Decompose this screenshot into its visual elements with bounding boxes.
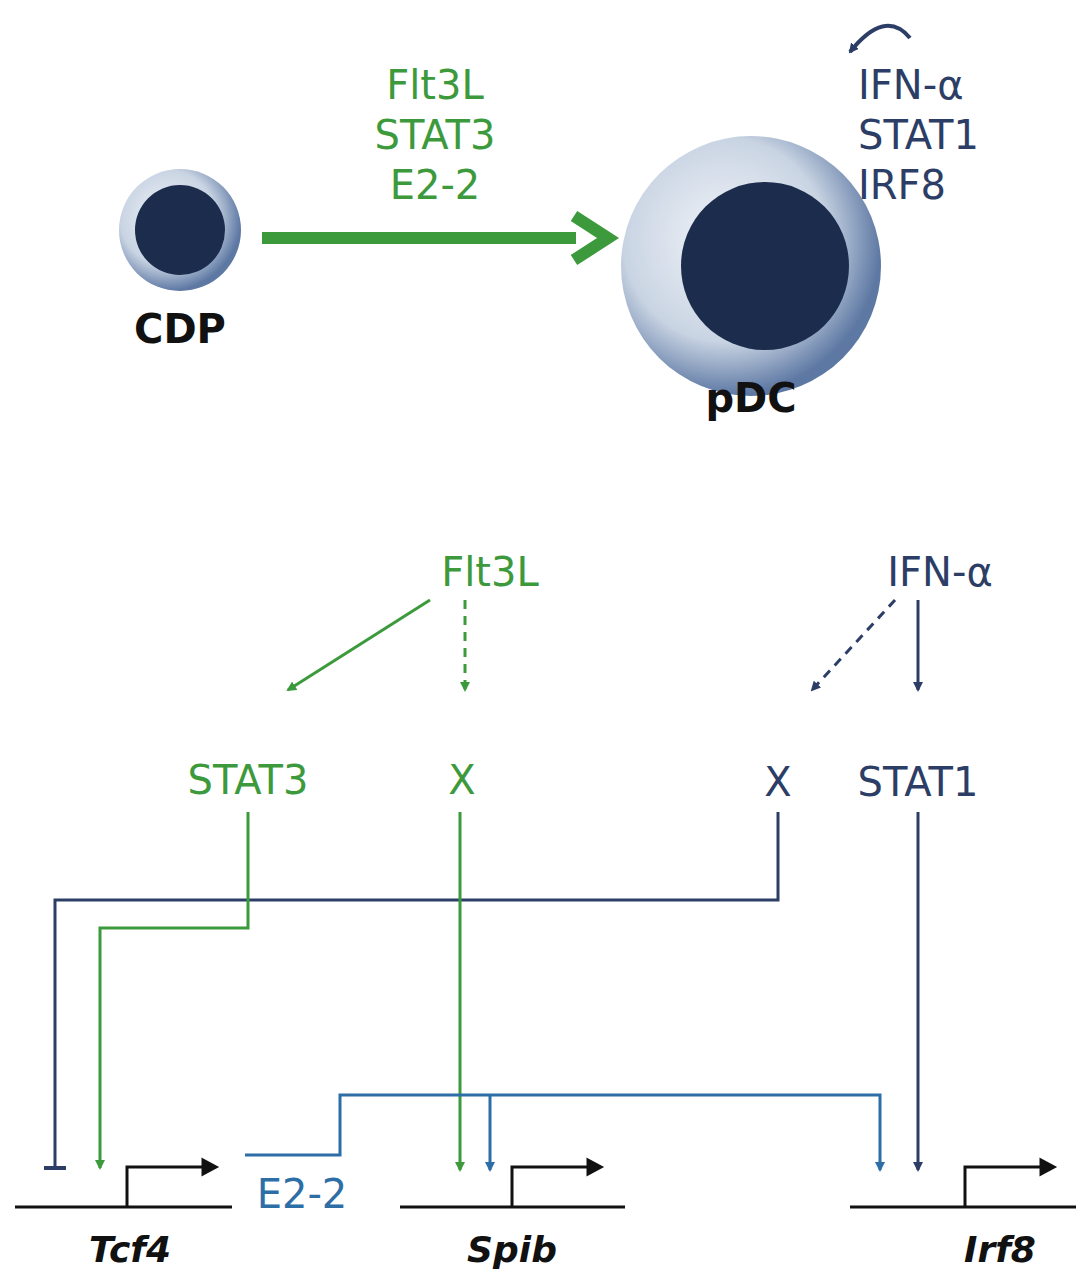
cell-node: CDP xyxy=(118,168,242,352)
differentiation-arrow xyxy=(262,216,608,260)
cell-name: pDC xyxy=(620,375,882,421)
edge-label: Flt3L STAT3 E2-2 xyxy=(350,60,520,210)
protein-name: E2-2 xyxy=(257,1174,348,1214)
activation-arrow xyxy=(459,812,462,1170)
gene-name: Tcf4 xyxy=(89,1232,171,1268)
cell-name: CDP xyxy=(118,306,242,352)
cell-circle xyxy=(620,135,882,397)
gene-spib xyxy=(400,1160,625,1207)
inhibition-bar xyxy=(44,1166,66,1170)
factor-name: STAT3 xyxy=(188,760,309,800)
activation-arrow xyxy=(288,600,430,690)
gene-name: Irf8 xyxy=(964,1232,1036,1268)
cell-circle xyxy=(118,168,242,292)
dashed-arrow xyxy=(464,600,467,690)
dashed-arrow xyxy=(812,600,895,690)
inhibition-line xyxy=(55,812,778,1168)
autocrine-signals: IFN-α STAT1 IRF8 xyxy=(858,60,1058,210)
factor-name: STAT1 xyxy=(858,762,979,802)
activation-arrow xyxy=(917,812,920,1170)
gene-tcf4 xyxy=(15,1160,232,1207)
unknown-factor: X xyxy=(448,760,475,800)
ligand-name: Flt3L xyxy=(441,552,539,592)
gene-name: Spib xyxy=(467,1232,557,1268)
gene-irf8 xyxy=(850,1160,1076,1207)
unknown-factor: X xyxy=(764,762,791,802)
activation-arrow xyxy=(489,1095,492,1170)
cell-node: pDC xyxy=(620,135,882,421)
feedback-arrow xyxy=(850,26,910,52)
activation-arrow xyxy=(100,812,248,1168)
ligand-name: IFN-α xyxy=(887,552,993,592)
activation-arrow xyxy=(917,600,920,690)
activation-arrow xyxy=(245,1095,880,1170)
